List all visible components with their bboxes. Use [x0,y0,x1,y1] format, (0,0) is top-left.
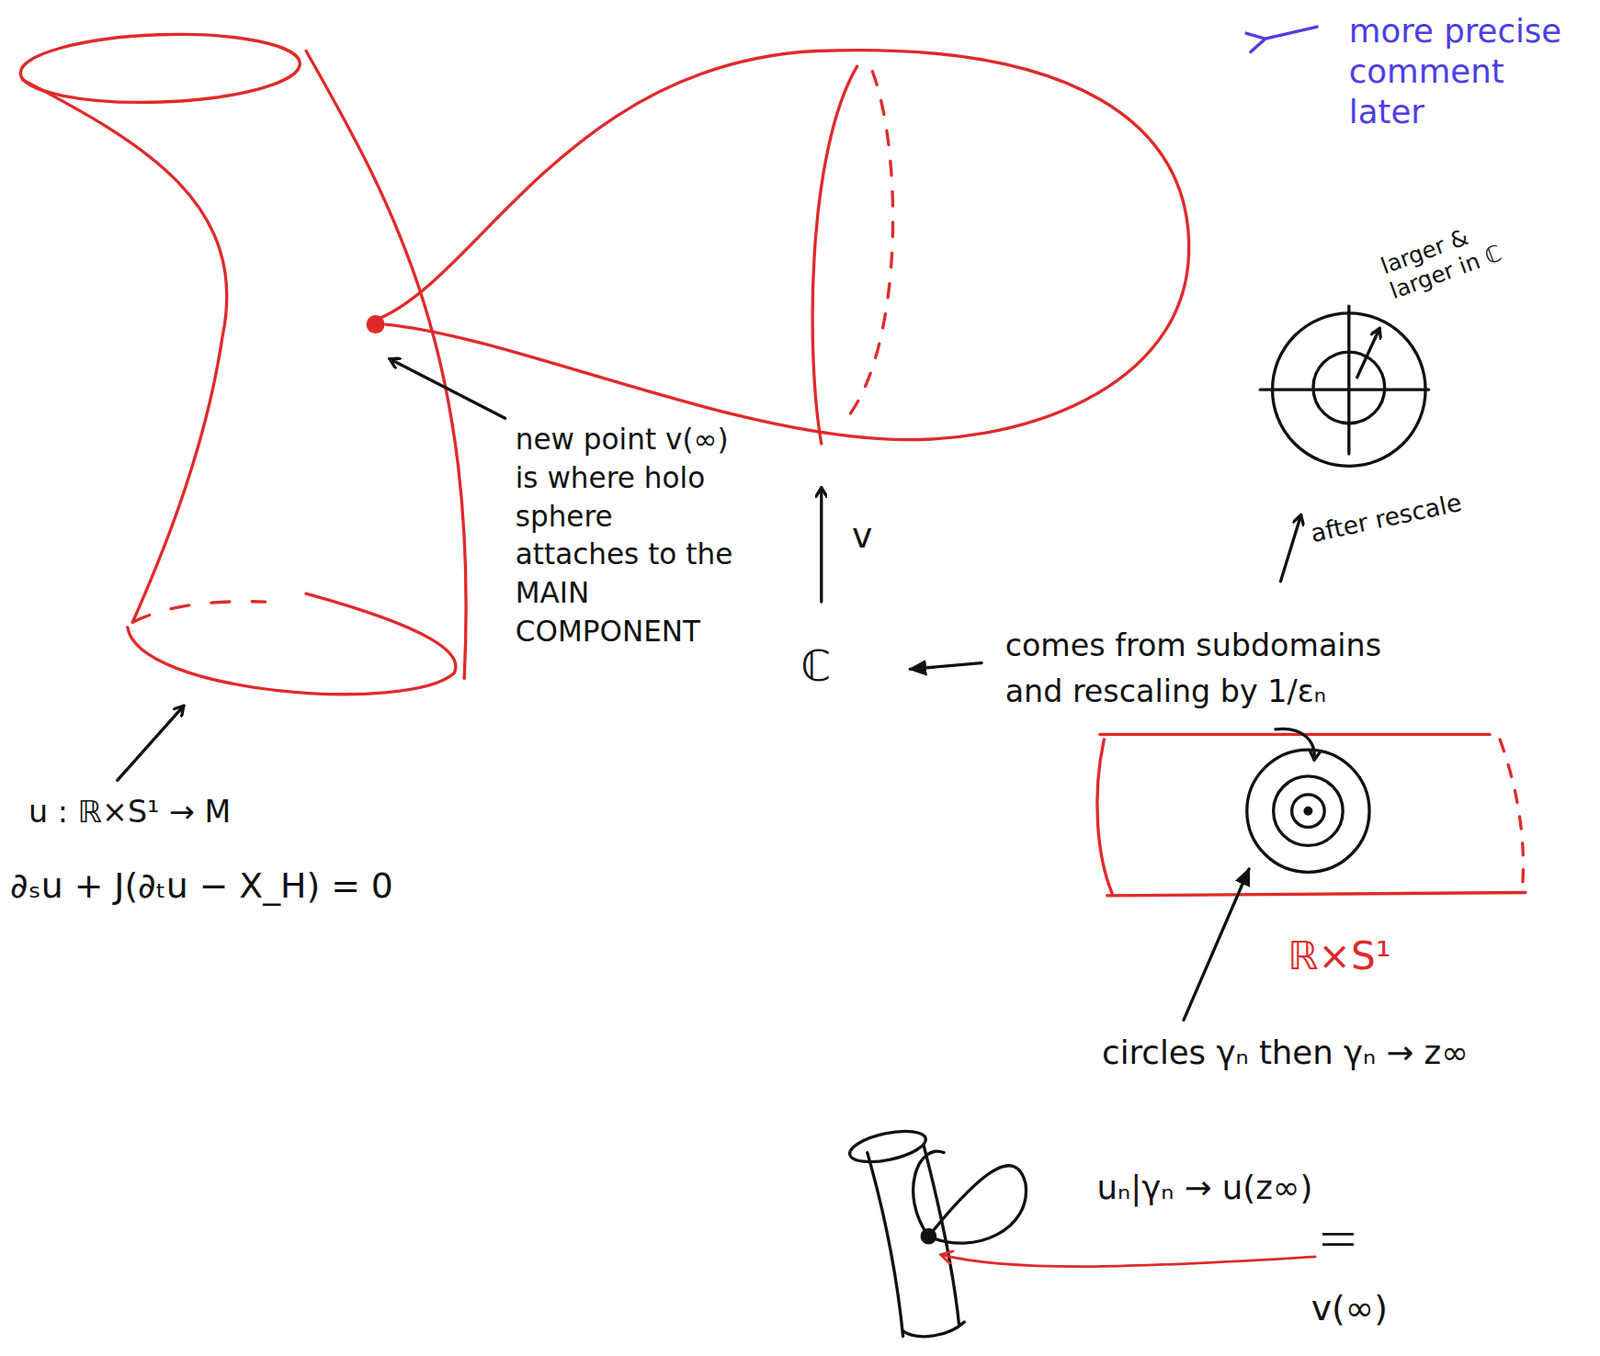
map-name: v [851,515,873,557]
note-text: more precise comment later [1349,10,1579,133]
domain-name: ℝ×S¹ [1287,933,1391,981]
equals-sign: || [1324,1229,1355,1250]
formula: v(∞) [1311,1287,1388,1329]
annotation: after rescale [1307,487,1469,549]
formula: uₙ|γₙ → u(z∞) [1097,1168,1314,1208]
formula: u : ℝ×S¹ → M [28,794,231,831]
annotation: larger & larger in ℂ [1377,207,1526,306]
annotation: circles γₙ then γₙ → z∞ [1101,1028,1470,1078]
annotation: comes from subdomains and rescaling by 1… [1005,622,1419,715]
annotation: new point v(∞) is where holo sphere atta… [515,419,736,652]
domain-name: ℂ [801,640,832,693]
formula: ∂ₛu + J(∂ₜu − X_H) = 0 [10,865,394,908]
